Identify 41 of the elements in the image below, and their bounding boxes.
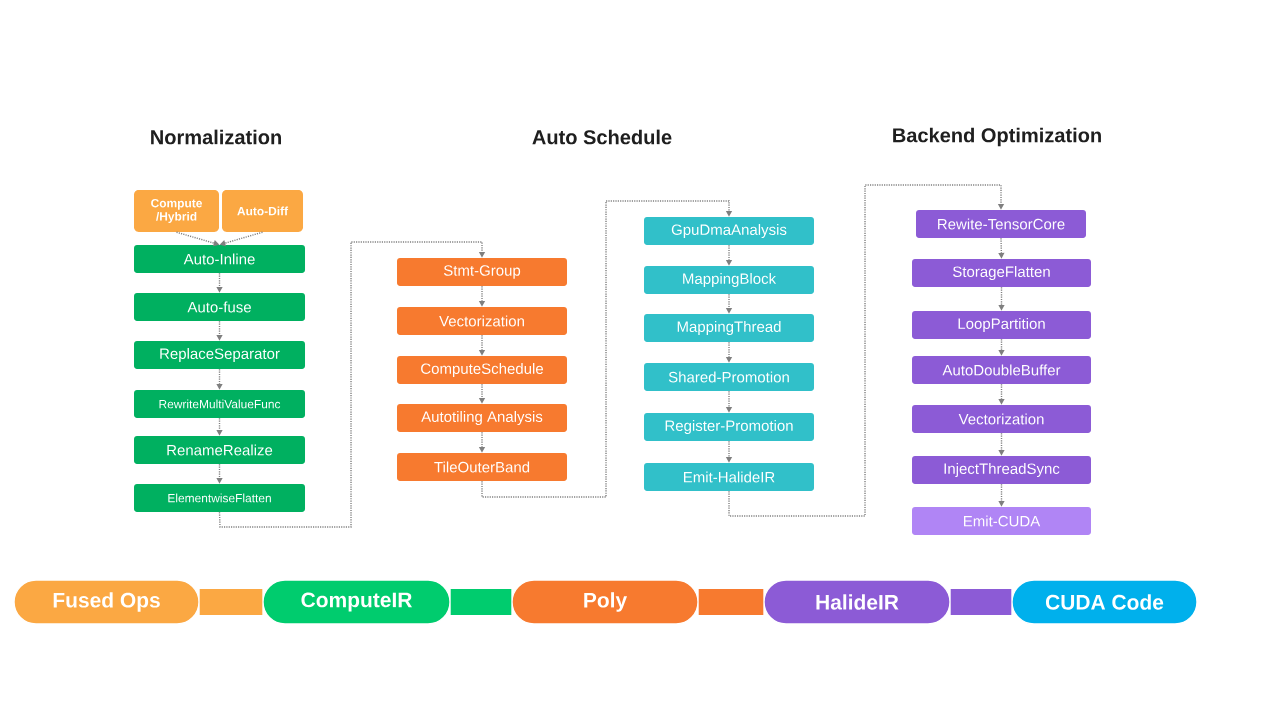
process-box: ElementwiseFlatten: [134, 484, 305, 512]
process-box: ReplaceSeparator: [134, 341, 305, 369]
process-box: Vectorization: [397, 307, 567, 335]
process-box: Rewite-TensorCore: [916, 210, 1086, 238]
process-box: Vectorization: [912, 405, 1091, 433]
process-box: Emit-CUDA: [912, 507, 1091, 535]
process-box: MappingBlock: [644, 266, 814, 294]
process-box: TileOuterBand: [397, 453, 567, 481]
process-box: RenameRealize: [134, 436, 305, 464]
process-box: RewriteMultiValueFunc: [134, 390, 305, 418]
process-box: MappingThread: [644, 314, 814, 342]
stage-pill: Poly: [511, 579, 699, 625]
stage-pill: HalideIR: [763, 579, 951, 625]
connector-band: [199, 589, 263, 615]
process-box: Shared-Promotion: [644, 363, 814, 391]
arrow: [728, 184, 1005, 517]
section-heading: Backend Optimization: [893, 127, 1101, 147]
stage-pill: CUDA Code: [1011, 579, 1198, 625]
process-box: LoopPartition: [912, 311, 1091, 339]
process-box: GpuDmaAnalysis: [644, 217, 814, 245]
section-heading: Normalization: [151, 129, 281, 145]
stage-pill: ComputeIR: [262, 579, 451, 625]
process-box: StorageFlatten: [912, 259, 1091, 287]
input-box: Auto-Diff: [222, 190, 303, 232]
connector-band: [950, 589, 1012, 615]
process-box: Register-Promotion: [644, 413, 814, 441]
section-heading: Auto Schedule: [532, 129, 672, 145]
arrow: [481, 200, 733, 498]
process-box: Emit-HalideIR: [644, 463, 814, 491]
process-box: Stmt-Group: [397, 258, 567, 286]
arrow: [218, 241, 486, 528]
process-box: Auto-fuse: [134, 293, 305, 321]
process-box: Auto-Inline: [134, 245, 305, 273]
process-box: InjectThreadSync: [912, 456, 1091, 484]
stage-pill: Fused Ops: [13, 579, 200, 625]
process-box: AutoDoubleBuffer: [912, 356, 1091, 384]
process-box: Autotiling Analysis: [397, 404, 567, 432]
input-box: Compute /Hybrid: [134, 190, 219, 232]
connector-band: [698, 589, 764, 615]
connector-band: [450, 589, 512, 615]
process-box: ComputeSchedule: [397, 356, 567, 384]
